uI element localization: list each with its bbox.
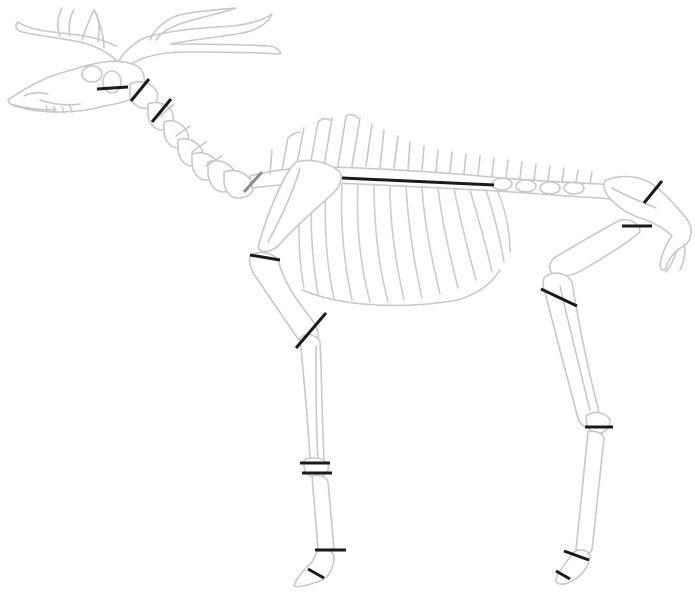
cut-skull-base <box>97 87 128 89</box>
hindleg <box>543 220 640 584</box>
antlers <box>16 8 280 70</box>
rib-cage <box>299 184 510 305</box>
foreleg <box>249 253 334 587</box>
cervical-vertebrae <box>130 82 253 198</box>
